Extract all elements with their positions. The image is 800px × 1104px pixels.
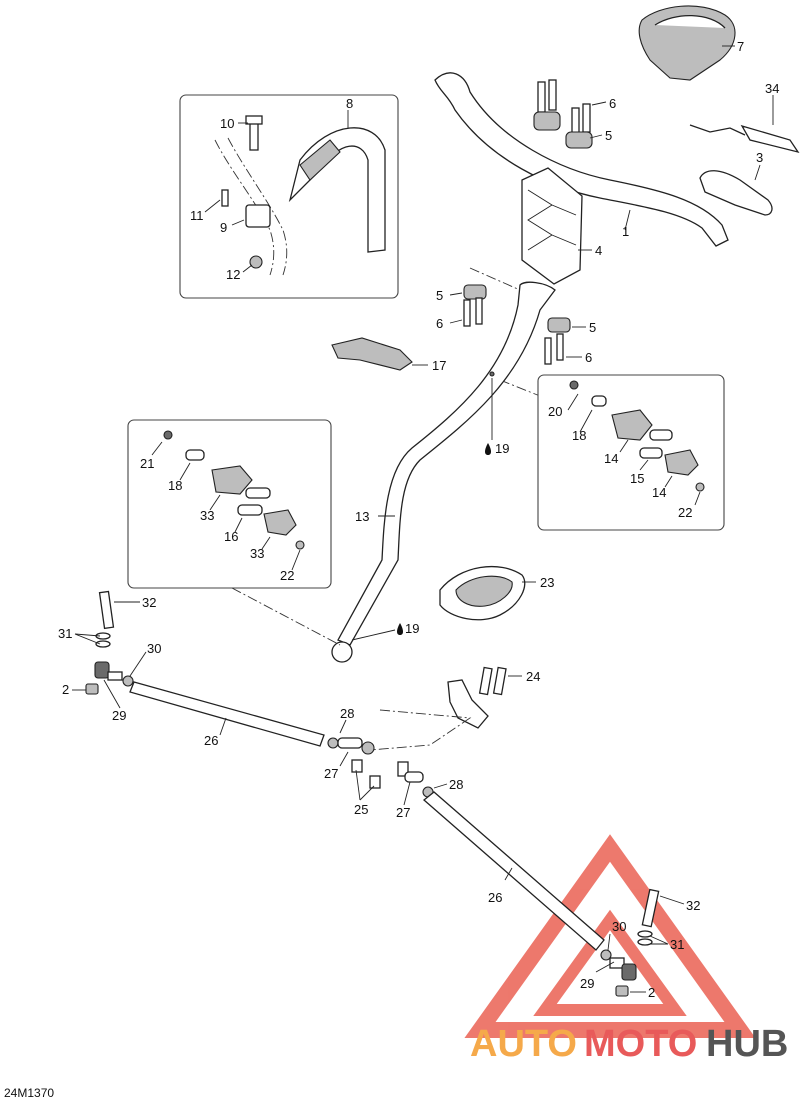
center-tie-rod-ends bbox=[327, 719, 448, 806]
callout-27-center-a: 27 bbox=[324, 766, 338, 781]
callout-1: 1 bbox=[622, 224, 629, 239]
callout-13: 13 bbox=[355, 509, 369, 524]
callout-28-center-b: 28 bbox=[449, 777, 463, 792]
callout-4: 4 bbox=[595, 243, 602, 258]
callout-21: 21 bbox=[140, 456, 154, 471]
callout-28-center-a: 28 bbox=[340, 706, 354, 721]
callout-29-right: 29 bbox=[580, 976, 594, 991]
callout-30-right: 30 bbox=[612, 919, 626, 934]
callout-31-left: 31 bbox=[58, 626, 72, 641]
steering-column bbox=[331, 281, 556, 663]
callout-26-left: 26 bbox=[204, 733, 218, 748]
callout-18-right: 18 bbox=[572, 428, 586, 443]
inset-bushing-detail-right bbox=[537, 374, 725, 531]
callout-14-right-a: 14 bbox=[604, 451, 618, 466]
watermark-text: AUTO MOTO HUB bbox=[470, 1023, 788, 1065]
callout-5-right: 5 bbox=[589, 320, 596, 335]
callout-9: 9 bbox=[220, 220, 227, 235]
callout-30-left: 30 bbox=[147, 641, 161, 656]
lubricant-drop-icon bbox=[397, 623, 403, 635]
callout-19-lower: 19 bbox=[405, 621, 419, 636]
callout-6-top: 6 bbox=[609, 96, 616, 111]
watermark-auto: AUTO bbox=[470, 1023, 577, 1065]
callout-25: 25 bbox=[354, 802, 368, 817]
right-tie-rod bbox=[422, 791, 605, 951]
callout-8: 8 bbox=[346, 96, 353, 111]
handlebar-riser bbox=[521, 167, 592, 285]
left-tie-rod-end bbox=[72, 590, 147, 709]
callout-32-right: 32 bbox=[686, 898, 700, 913]
callout-23: 23 bbox=[540, 575, 554, 590]
callout-5-left: 5 bbox=[436, 288, 443, 303]
steering-plate bbox=[331, 337, 428, 371]
callout-10: 10 bbox=[220, 116, 234, 131]
inset-clamp-detail: 10 8 11 9 12 bbox=[179, 94, 399, 299]
handlebar-grip bbox=[699, 164, 773, 216]
upper-clamp-bolts bbox=[533, 79, 607, 149]
callout-32-left: 32 bbox=[142, 595, 156, 610]
handlebar bbox=[434, 72, 729, 247]
pitman-bracket bbox=[369, 666, 522, 751]
callout-33-left-b: 33 bbox=[250, 546, 264, 561]
callout-22-left: 22 bbox=[280, 568, 294, 583]
lubricant-drop-icon bbox=[485, 443, 491, 455]
callout-15: 15 bbox=[630, 471, 644, 486]
callout-2-right: 2 bbox=[648, 985, 655, 1000]
callout-33-left-a: 33 bbox=[200, 508, 214, 523]
inset-bushing-detail-left bbox=[127, 419, 332, 589]
watermark-hub: HUB bbox=[706, 1023, 788, 1065]
callout-7: 7 bbox=[737, 39, 744, 54]
callout-18-left: 18 bbox=[168, 478, 182, 493]
callout-34: 34 bbox=[765, 81, 779, 96]
watermark-moto: MOTO bbox=[584, 1023, 697, 1065]
callout-26-right: 26 bbox=[488, 890, 502, 905]
handlebar-pad bbox=[638, 5, 736, 81]
callout-24: 24 bbox=[526, 669, 540, 684]
callout-11: 11 bbox=[190, 208, 204, 223]
drawing-id-label: 24M1370 bbox=[4, 1086, 55, 1100]
callout-17: 17 bbox=[432, 358, 446, 373]
callout-31-right: 31 bbox=[670, 937, 684, 952]
left-tie-rod bbox=[129, 681, 325, 747]
callout-20: 20 bbox=[548, 404, 562, 419]
callout-3: 3 bbox=[756, 150, 763, 165]
lower-clamp-bolts bbox=[449, 267, 586, 397]
callout-19-upper: 19 bbox=[495, 441, 509, 456]
callout-16: 16 bbox=[224, 529, 238, 544]
grip-heater bbox=[689, 95, 800, 154]
right-tie-rod-end bbox=[595, 888, 685, 997]
callout-5-top: 5 bbox=[605, 128, 612, 143]
callout-29-left: 29 bbox=[112, 708, 126, 723]
callout-2-left: 2 bbox=[62, 682, 69, 697]
callout-6-left: 6 bbox=[436, 316, 443, 331]
column-boot bbox=[439, 565, 536, 621]
callout-22-right: 22 bbox=[678, 505, 692, 520]
callout-6-right: 6 bbox=[585, 350, 592, 365]
callout-27-center-b: 27 bbox=[396, 805, 410, 820]
callout-12: 12 bbox=[226, 267, 240, 282]
callout-14-right-b: 14 bbox=[652, 485, 666, 500]
watermark-logo-icon bbox=[464, 834, 756, 1038]
